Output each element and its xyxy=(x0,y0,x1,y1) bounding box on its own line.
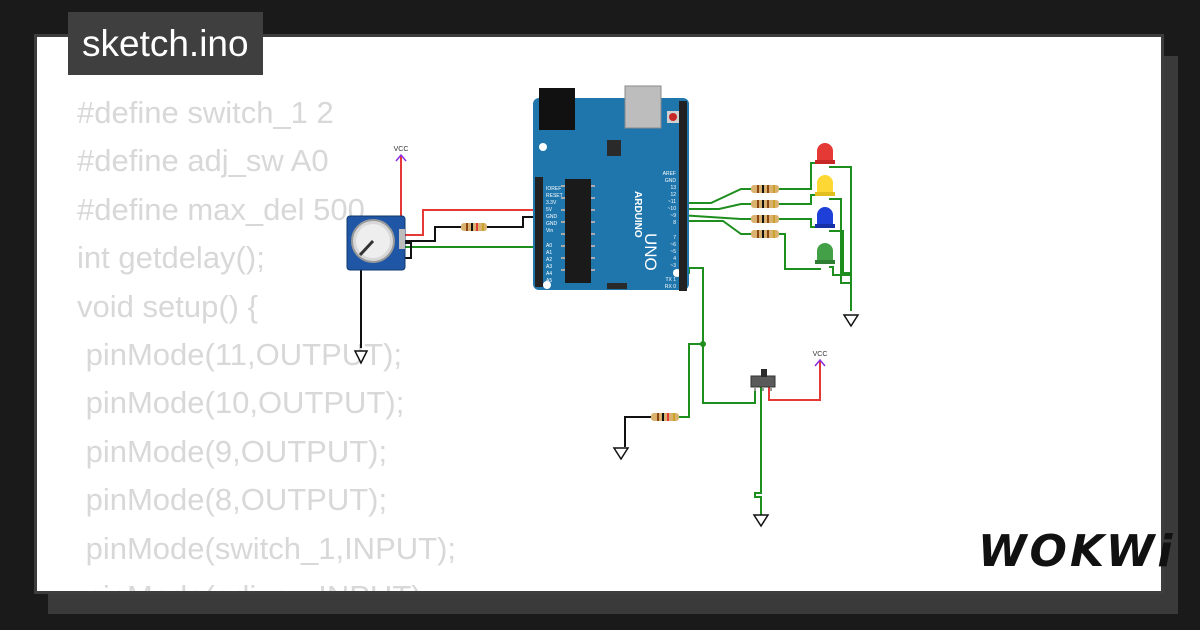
pin-label: A4 xyxy=(546,271,552,277)
pin-label: A5 xyxy=(546,278,552,284)
pin-label: 8 xyxy=(673,220,676,226)
code-line: #define adj_sw A0 xyxy=(77,143,329,179)
pin-label: 7 xyxy=(673,235,676,241)
resistor xyxy=(751,200,779,208)
code-line: #define switch_1 2 xyxy=(77,95,334,130)
power-jack xyxy=(539,88,575,130)
pin-label: ~11 xyxy=(668,199,676,205)
pin-label: RESET xyxy=(546,193,563,199)
wire-pin10 xyxy=(679,203,751,210)
pin-label: ~3 xyxy=(670,263,676,269)
vcc-symbol: VCC xyxy=(813,351,828,367)
resistor xyxy=(751,230,779,238)
pin-label: ~10 xyxy=(668,206,677,212)
pin-label: GND xyxy=(665,178,677,184)
pin-label: RX 0 xyxy=(665,284,676,290)
pin-label: 2 xyxy=(673,270,676,276)
ground-icon xyxy=(842,314,860,328)
wire-switch-vcc xyxy=(768,360,821,401)
wire-pulldown-ground xyxy=(624,416,651,447)
vcc-label: VCC xyxy=(394,146,409,153)
wire-cathode-yellow xyxy=(829,198,851,284)
wokwi-logo: WOKWi xyxy=(978,526,1176,577)
wire-pin2-switch xyxy=(679,267,756,404)
resistor xyxy=(461,223,487,231)
usb-port xyxy=(624,85,662,129)
ground-icon xyxy=(612,447,630,461)
wire-led-blue xyxy=(779,218,821,228)
wire-gnd-resistor xyxy=(403,216,535,242)
board-name: UNO xyxy=(641,233,660,271)
wire-pot-ground xyxy=(360,242,412,348)
wire-pin11 xyxy=(679,188,751,204)
code-line: pinMode(10,OUTPUT); xyxy=(77,385,405,421)
ground-icon xyxy=(752,514,770,528)
led-green[interactable] xyxy=(815,243,835,264)
wire-pin8 xyxy=(679,220,751,235)
pin-label: IOREF xyxy=(546,186,561,192)
arduino-uno-board[interactable]: IOREF RESET 3.3V 5V GND GND Vin A0 A1 A2… xyxy=(533,85,689,291)
reset-button[interactable] xyxy=(669,113,677,121)
code-line: pinMode(9,OUTPUT); xyxy=(77,433,388,469)
wire-cathode-blue xyxy=(829,230,851,274)
wire-pin9 xyxy=(678,214,751,220)
vcc-label: VCC xyxy=(813,351,828,358)
resistor xyxy=(751,215,779,223)
file-name-tab: sketch.ino xyxy=(68,12,263,75)
wire-5v xyxy=(403,209,535,236)
code-preview: #define switch_1 2 #define adj_sw A0 #de… xyxy=(77,89,457,591)
pin-label: AREF xyxy=(663,171,676,177)
atmega-chip xyxy=(565,179,591,283)
pin-label: 13 xyxy=(670,185,676,191)
pin-label: ~6 xyxy=(670,242,676,248)
pin-label: A2 xyxy=(546,257,552,263)
potentiometer[interactable] xyxy=(346,215,406,271)
ground-icon xyxy=(353,350,369,365)
project-card: #define switch_1 2 #define adj_sw A0 #de… xyxy=(34,34,1164,594)
wire-cathode-red xyxy=(829,166,852,311)
pin-label: TX 1 xyxy=(665,277,676,283)
code-line: pinMode(11,OUTPUT); xyxy=(77,337,403,373)
pin-label: Vin xyxy=(546,228,553,234)
pin-label: 3.3V xyxy=(546,200,557,206)
pin-label: GND xyxy=(546,214,558,220)
wire-pulldown xyxy=(679,343,703,418)
circuit-diagram: VCC VCC xyxy=(346,85,860,528)
led-blue[interactable] xyxy=(815,207,835,228)
pin-label: 4 xyxy=(673,256,676,262)
code-line: int getdelay(); xyxy=(77,240,265,276)
wire-junction xyxy=(700,341,706,347)
wire-led-green xyxy=(779,233,821,270)
pin-label: A3 xyxy=(546,264,552,270)
led-yellow[interactable] xyxy=(815,175,835,196)
wire-led-yellow xyxy=(779,194,821,205)
wire-cathode-green xyxy=(829,266,851,276)
pin-label: 5V xyxy=(546,207,553,213)
slide-switch[interactable] xyxy=(750,369,776,391)
pin-label: A0 xyxy=(546,243,552,249)
led-red[interactable] xyxy=(815,143,835,164)
pin-label: ~9 xyxy=(670,213,676,219)
code-line: void setup() { xyxy=(77,288,258,324)
resistor xyxy=(651,413,679,421)
vcc-symbol: VCC xyxy=(394,146,409,162)
code-line: pinMode(8,OUTPUT); xyxy=(77,482,388,518)
code-line: pinMode(switch_1,INPUT); xyxy=(77,530,457,566)
wire-led-red xyxy=(779,162,821,190)
wire-switch-ground xyxy=(754,387,762,515)
board-brand: ARDUINO xyxy=(632,191,643,238)
pin-label: ~5 xyxy=(670,249,676,255)
pin-label: 12 xyxy=(670,192,676,198)
code-line: #define max_del 500 xyxy=(77,191,365,227)
resistor xyxy=(751,185,779,193)
pin-label: A1 xyxy=(546,250,552,256)
pin-label: GND xyxy=(546,221,558,227)
code-line: pinMode(adj_sw,INPUT); xyxy=(77,579,431,591)
